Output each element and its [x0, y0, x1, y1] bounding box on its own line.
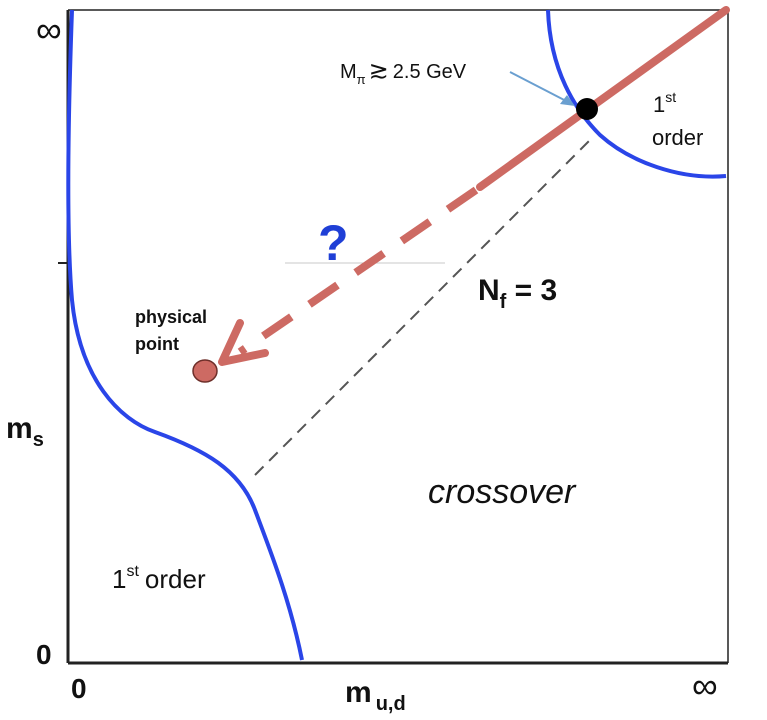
extrapolation-arrow: [237, 186, 479, 356]
physical-point-label-line1: physical: [135, 307, 207, 327]
y-origin-label: 0: [36, 639, 52, 670]
x-origin-label: 0: [71, 673, 87, 704]
critical-line-top-right: [546, 9, 727, 179]
pion-mass-pointer: [509, 71, 571, 104]
physical-point-label-line2: point: [135, 334, 179, 354]
heavy-quark-line: [476, 6, 730, 191]
question-mark: ?: [318, 215, 349, 271]
y-infinity-label: ∞: [36, 9, 62, 50]
first-order-region-top-number: 1st: [653, 89, 676, 117]
x-infinity-label: ∞: [692, 665, 718, 706]
nf3-diagonal-line: [254, 139, 591, 476]
crossover-region-label: crossover: [428, 473, 577, 511]
critical-line-bottom-left: [66, 9, 304, 661]
pion-mass-pointer-head: [560, 95, 575, 106]
physical-point-marker: [192, 359, 218, 383]
tricritical-point-marker: [576, 98, 598, 120]
nf3-label: Nf = 3: [478, 274, 557, 313]
pion-mass-annotation: Mπ≳2.5 GeV: [340, 57, 467, 87]
extrapolation-arrow-head: [218, 319, 269, 366]
first-order-region-top-word: order: [652, 125, 703, 150]
y-axis-label: ms: [6, 412, 44, 451]
